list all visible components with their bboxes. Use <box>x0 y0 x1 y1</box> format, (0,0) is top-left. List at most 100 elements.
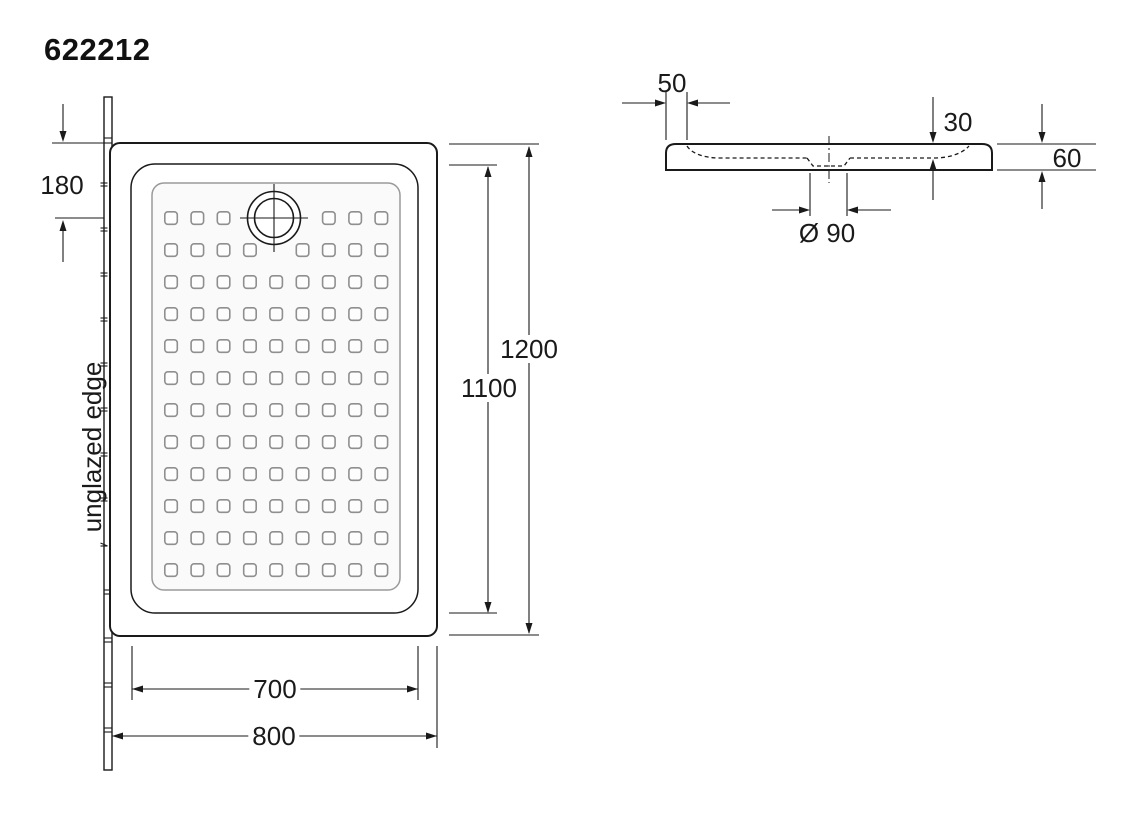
antislip-square <box>321 466 336 482</box>
antislip-square <box>216 498 231 514</box>
dim-label-700: 700 <box>249 675 301 703</box>
antislip-square <box>295 306 310 322</box>
dim-label-800: 800 <box>248 722 300 750</box>
antislip-square <box>242 338 257 354</box>
antislip-square <box>242 466 257 482</box>
antislip-square <box>348 274 363 290</box>
antislip-square <box>321 434 336 450</box>
antislip-square <box>190 498 205 514</box>
antislip-square <box>190 274 205 290</box>
antislip-square <box>295 338 310 354</box>
antislip-square <box>348 466 363 482</box>
antislip-square <box>374 211 389 226</box>
antislip-square <box>216 530 231 546</box>
antislip-square <box>216 243 231 258</box>
antislip-square <box>348 306 363 322</box>
antislip-square <box>321 402 336 418</box>
antislip-square <box>295 402 310 418</box>
antislip-square <box>321 274 336 290</box>
antislip-square <box>190 370 205 386</box>
antislip-square <box>242 434 257 450</box>
antislip-square <box>164 370 179 386</box>
antislip-square <box>164 211 179 226</box>
antislip-square <box>190 243 205 258</box>
drain-symbol <box>240 184 308 252</box>
antislip-square <box>242 370 257 386</box>
antislip-square <box>374 274 389 290</box>
antislip-square <box>374 370 389 386</box>
antislip-square <box>374 243 389 258</box>
antislip-square <box>164 434 179 450</box>
antislip-square <box>164 498 179 514</box>
antislip-square <box>269 466 284 482</box>
antislip-square <box>164 338 179 354</box>
antislip-square <box>242 402 257 418</box>
antislip-square <box>321 338 336 354</box>
antislip-square <box>269 306 284 322</box>
antislip-square <box>374 402 389 418</box>
antislip-square <box>295 370 310 386</box>
antislip-square <box>242 562 257 578</box>
antislip-square <box>295 530 310 546</box>
unglazed-edge-label: unglazed edge <box>77 361 107 533</box>
antislip-square <box>295 243 310 258</box>
antislip-square <box>348 498 363 514</box>
antislip-square <box>295 434 310 450</box>
antislip-square <box>348 562 363 578</box>
antislip-square <box>164 466 179 482</box>
antislip-square <box>374 434 389 450</box>
antislip-square <box>295 466 310 482</box>
dim-label-50: 50 <box>657 68 687 98</box>
dim-label-60: 60 <box>1052 143 1082 173</box>
antislip-square-grid <box>164 211 389 578</box>
antislip-square <box>216 370 231 386</box>
antislip-square <box>374 530 389 546</box>
antislip-square <box>295 498 310 514</box>
antislip-square <box>348 211 363 226</box>
antislip-square <box>164 274 179 290</box>
antislip-square <box>242 274 257 290</box>
antislip-square <box>216 274 231 290</box>
antislip-square <box>190 211 205 226</box>
antislip-square <box>190 562 205 578</box>
antislip-square <box>190 530 205 546</box>
antislip-square <box>216 306 231 322</box>
antislip-square <box>216 338 231 354</box>
antislip-square <box>242 498 257 514</box>
antislip-square <box>295 274 310 290</box>
antislip-square <box>164 306 179 322</box>
antislip-square <box>216 211 231 226</box>
antislip-square <box>242 530 257 546</box>
antislip-square <box>269 530 284 546</box>
antislip-field-border <box>151 182 401 591</box>
antislip-square <box>190 434 205 450</box>
antislip-square <box>164 402 179 418</box>
antislip-square <box>216 434 231 450</box>
antislip-square <box>269 338 284 354</box>
dim-label-1100: 1100 <box>457 374 521 402</box>
edge-tick-marks <box>100 182 108 547</box>
antislip-square <box>374 562 389 578</box>
antislip-square <box>269 434 284 450</box>
antislip-square <box>190 338 205 354</box>
antislip-square <box>321 562 336 578</box>
antislip-square <box>374 466 389 482</box>
antislip-square <box>242 243 257 258</box>
antislip-square <box>269 498 284 514</box>
antislip-square <box>374 338 389 354</box>
antislip-square <box>242 306 257 322</box>
antislip-square <box>321 306 336 322</box>
product-number: 622212 <box>44 32 151 67</box>
section-view <box>622 92 1096 216</box>
antislip-square <box>269 402 284 418</box>
antislip-square <box>295 562 310 578</box>
antislip-square <box>321 211 336 226</box>
antislip-square <box>164 243 179 258</box>
antislip-square <box>321 243 336 258</box>
dim-label-1200: 1200 <box>496 335 562 363</box>
antislip-square <box>216 402 231 418</box>
antislip-square <box>348 338 363 354</box>
antislip-square <box>348 370 363 386</box>
antislip-square <box>164 530 179 546</box>
